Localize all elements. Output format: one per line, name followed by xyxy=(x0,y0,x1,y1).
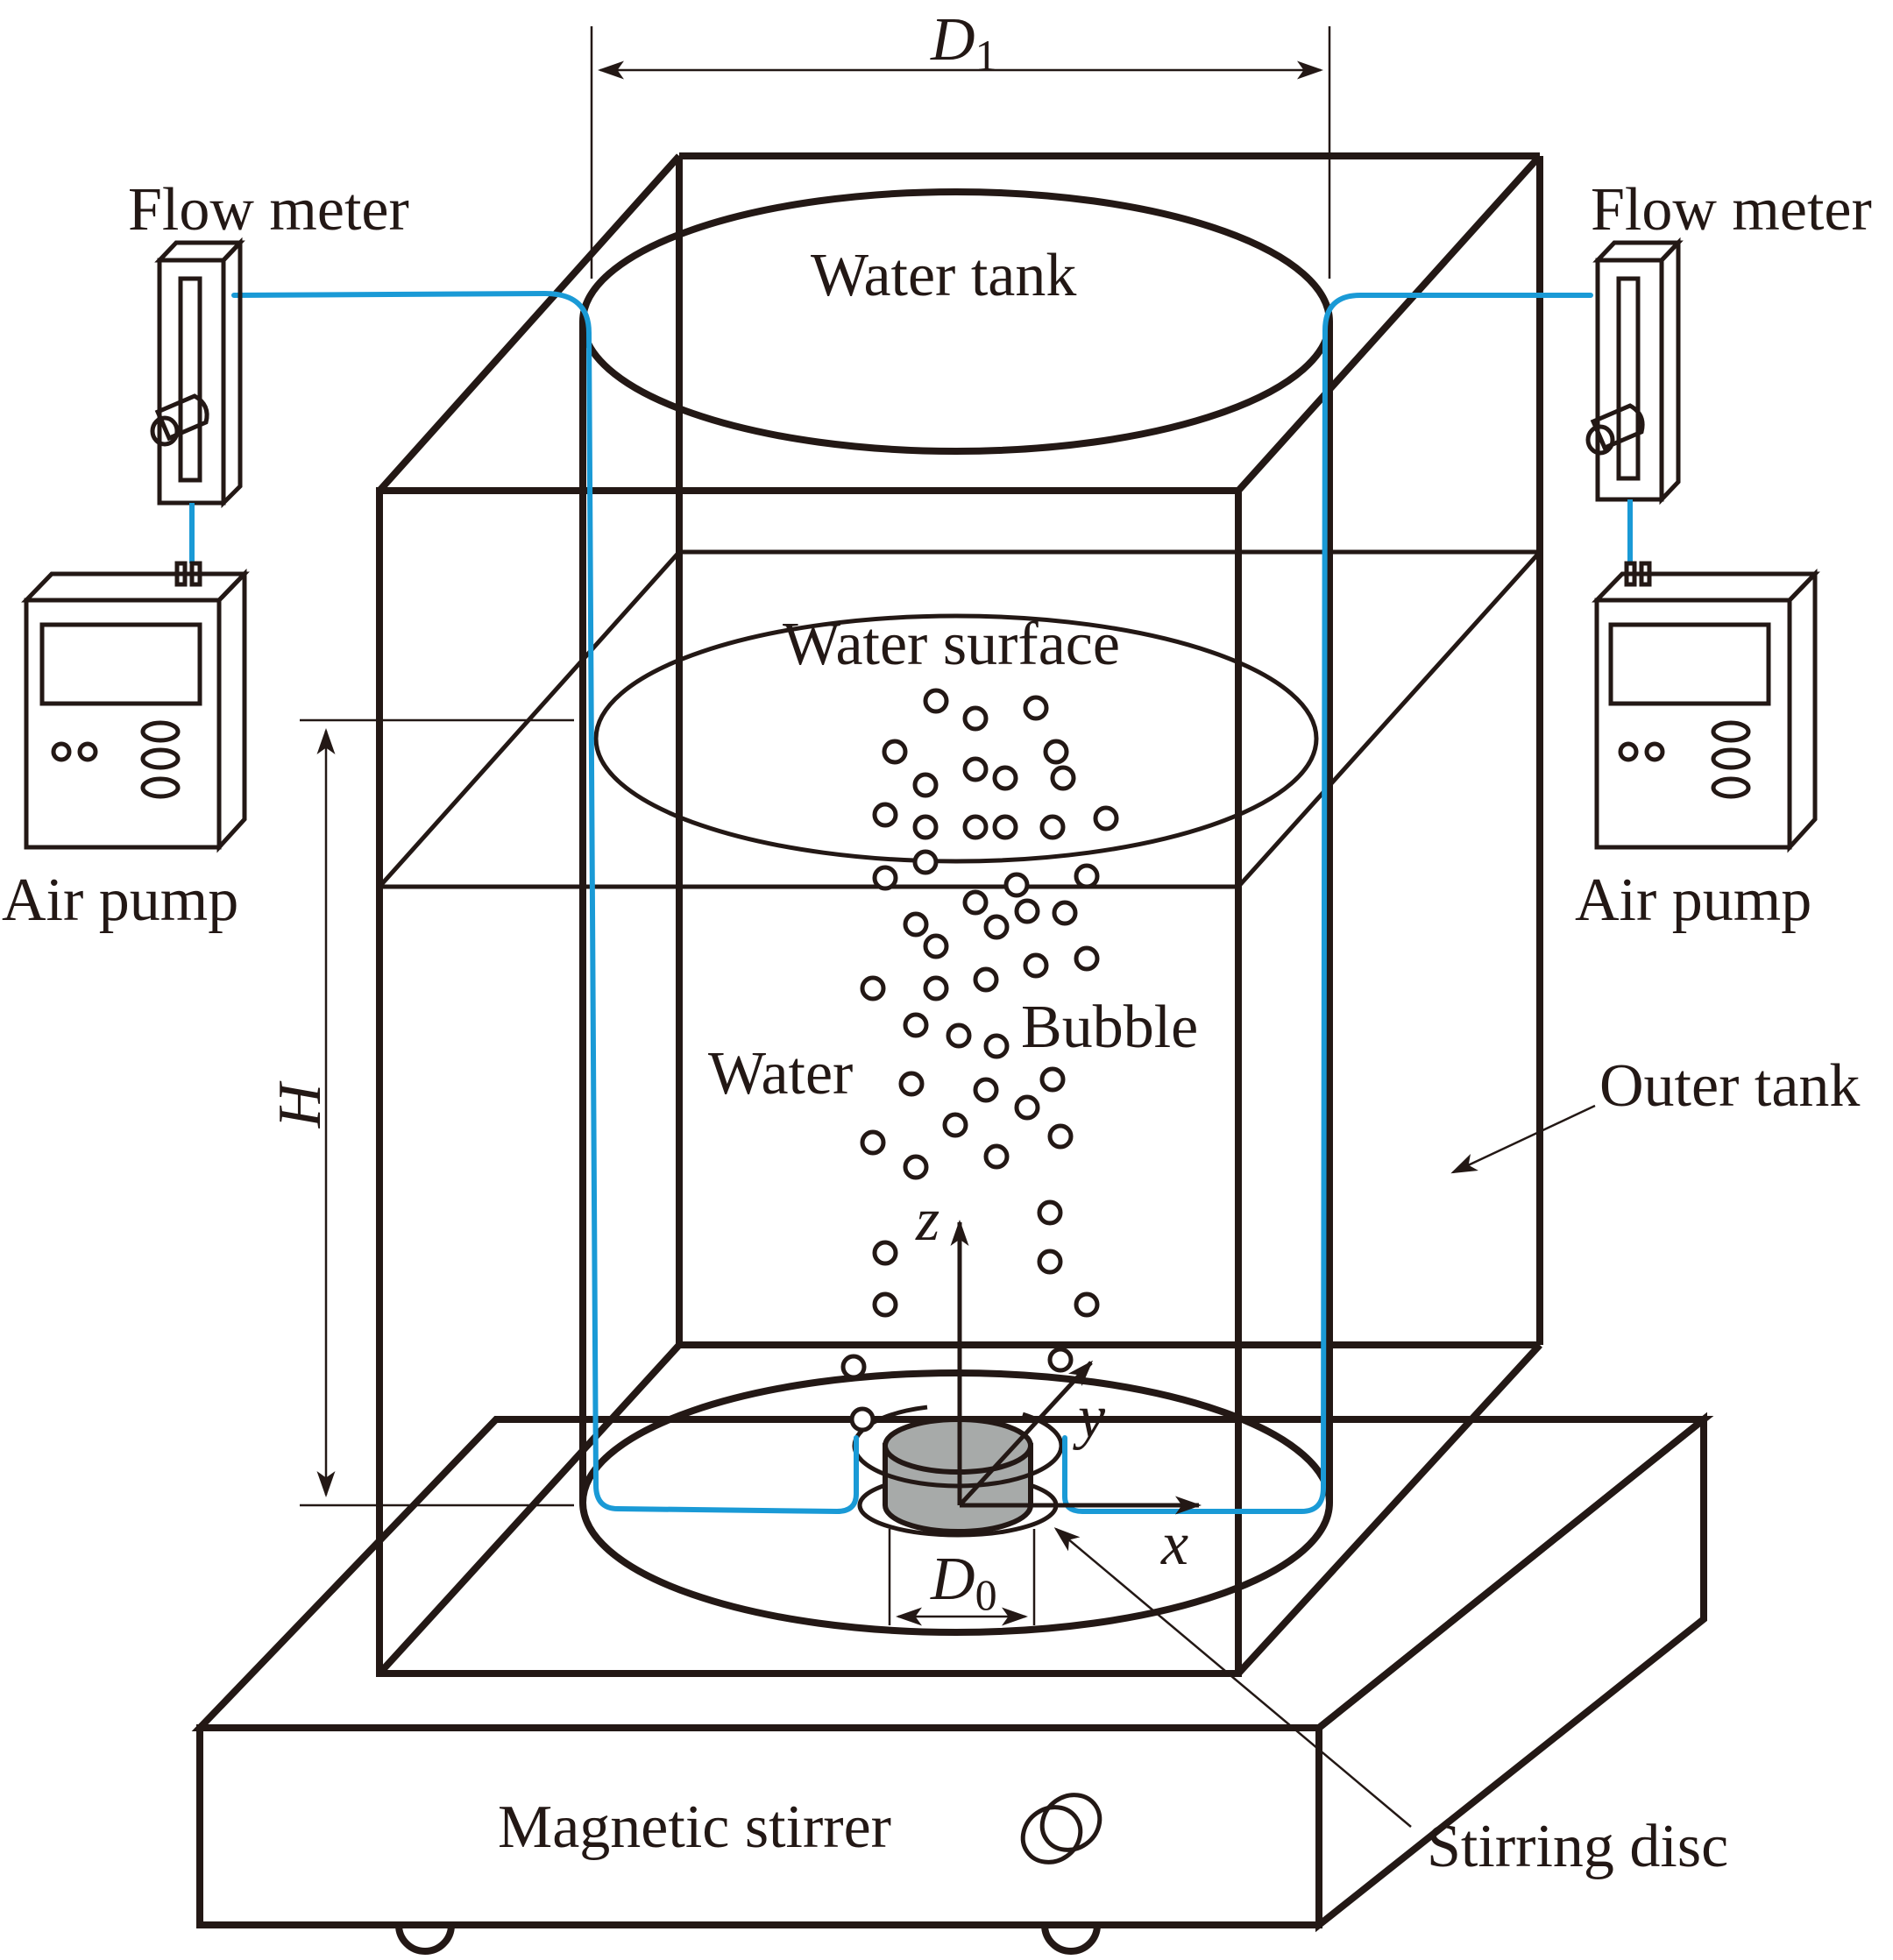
air-pipe-left xyxy=(231,291,859,1514)
bubble xyxy=(882,739,908,765)
stirrer-feet xyxy=(395,1924,1101,1955)
stirring-disc-leader xyxy=(1053,1527,1412,1828)
bubble xyxy=(872,802,898,828)
outer-tank-front xyxy=(376,487,1242,1677)
bubble xyxy=(840,1354,867,1380)
bubble xyxy=(992,765,1018,791)
bubble xyxy=(1014,1094,1040,1121)
h-label: H xyxy=(266,1080,334,1129)
bubble xyxy=(1047,1347,1074,1373)
coordinate-axes xyxy=(950,1220,1202,1515)
bubble xyxy=(912,772,939,798)
bubble xyxy=(1074,1291,1100,1318)
bubble xyxy=(1014,898,1040,924)
bubble-label: Bubble xyxy=(1021,994,1198,1061)
bubble xyxy=(973,1077,999,1103)
bubble xyxy=(1037,1199,1063,1226)
water-tank-label: Water tank xyxy=(811,242,1076,309)
bubble xyxy=(1023,952,1049,979)
bubble xyxy=(1050,765,1076,791)
bubble xyxy=(1074,945,1100,972)
flow-meter-left-label: Flow meter xyxy=(128,176,409,244)
water-surface xyxy=(593,613,1319,864)
flow-meter-left xyxy=(150,237,245,563)
d0-label: D0 xyxy=(930,1546,997,1619)
bubble xyxy=(1047,1123,1074,1150)
bubble xyxy=(1093,805,1119,831)
bubble xyxy=(903,911,929,938)
bubble xyxy=(912,814,939,840)
axis-y-label: y xyxy=(1073,1383,1106,1451)
air-pump-right-label: Air pump xyxy=(1575,867,1811,934)
stirring-disc-label: Stirring disc xyxy=(1427,1813,1728,1880)
bubble xyxy=(872,865,898,891)
bubble xyxy=(1074,863,1100,889)
dimension-d0 xyxy=(888,1529,1036,1626)
bubble xyxy=(860,975,886,1001)
air-pump-right xyxy=(1592,561,1820,853)
bubble xyxy=(962,705,989,732)
bubble xyxy=(1037,1249,1063,1275)
water-label: Water xyxy=(708,1040,853,1107)
bubble xyxy=(1003,872,1030,898)
bubble xyxy=(973,966,999,993)
outer-tank-label: Outer tank xyxy=(1599,1052,1860,1120)
bubble xyxy=(1039,814,1066,840)
bubble xyxy=(849,1406,876,1433)
water-surface-label: Water surface xyxy=(783,611,1120,678)
bubble xyxy=(992,814,1018,840)
bubble xyxy=(983,1033,1010,1059)
dimension-h xyxy=(300,718,574,1507)
bubble xyxy=(860,1129,886,1156)
bubble xyxy=(898,1071,925,1097)
bubble xyxy=(1043,739,1069,765)
bubble xyxy=(1039,1066,1066,1093)
bubbles xyxy=(840,688,1119,1433)
pump-left-buttons[interactable] xyxy=(51,720,181,799)
bubble xyxy=(872,1240,898,1266)
dimension-d1 xyxy=(590,26,1331,279)
pump-left-connector xyxy=(174,561,202,587)
flow-meter-right-knob[interactable] xyxy=(1585,403,1645,456)
bubble xyxy=(942,1112,968,1138)
magnetic-stirrer xyxy=(191,1412,1714,1955)
bubble xyxy=(923,933,949,959)
air-pump-left-label: Air pump xyxy=(2,867,238,934)
pump-right-buttons[interactable] xyxy=(1618,720,1751,799)
magnetic-stirrer-label: Magnetic stirrer xyxy=(498,1794,891,1861)
stirrer-knob[interactable] xyxy=(1012,1784,1110,1873)
bubble xyxy=(923,975,949,1001)
bubble xyxy=(903,1154,929,1180)
flow-meter-right xyxy=(1585,237,1684,563)
air-pump-left xyxy=(21,561,250,853)
bubble xyxy=(923,688,949,714)
bubble xyxy=(903,1012,929,1038)
outer-tank xyxy=(377,152,1543,1676)
d1-label: D1 xyxy=(930,6,997,80)
bubble xyxy=(962,756,989,782)
bubble xyxy=(1023,695,1049,721)
bubble xyxy=(1052,900,1078,926)
bubble xyxy=(962,814,989,840)
bubble xyxy=(872,1291,898,1318)
bubble xyxy=(946,1022,972,1049)
flow-meter-right-label: Flow meter xyxy=(1591,176,1872,244)
pump-right-connector xyxy=(1624,561,1652,587)
bubble xyxy=(983,1143,1010,1170)
outer-tank-leader xyxy=(1450,1104,1596,1174)
water-tank xyxy=(579,188,1333,1636)
bubble xyxy=(912,849,939,875)
axis-x-label: x xyxy=(1160,1511,1188,1578)
flow-meter-left-knob[interactable] xyxy=(150,393,209,447)
bubble xyxy=(983,914,1010,940)
bubble xyxy=(962,889,989,916)
axis-z-label: z xyxy=(915,1186,939,1254)
